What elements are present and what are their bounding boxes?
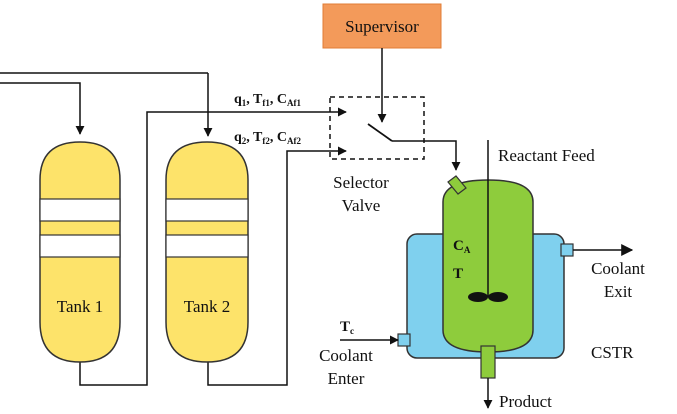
supervisor-label: Supervisor xyxy=(345,17,419,36)
tank-1-label: Tank 1 xyxy=(57,297,104,316)
supply-line-2 xyxy=(0,82,85,135)
coolant-enter-label-line1: Coolant xyxy=(319,346,373,365)
selector-valve-box xyxy=(329,96,425,160)
coolant-inlet-pipe xyxy=(397,333,411,347)
tank-2-label: Tank 2 xyxy=(184,297,231,316)
tank1-outlet-line xyxy=(79,107,347,386)
tank-2 xyxy=(165,141,249,363)
coolant-enter-label-line2: Enter xyxy=(328,369,365,388)
reactor-feed-nozzle xyxy=(447,175,467,195)
cstr-label: CSTR xyxy=(591,343,634,362)
stream-1-label: q1, Tf1, CAf1 xyxy=(234,92,302,108)
reactor-concentration-label: CA xyxy=(453,238,471,255)
agitator-impeller xyxy=(468,292,508,302)
tank-1 xyxy=(39,141,121,363)
valve-to-reactor-line xyxy=(392,140,461,171)
product-outlet-pipe xyxy=(480,345,496,379)
coolant-exit-label-line1: Coolant xyxy=(591,259,645,278)
selector-valve-label-line1: Selector xyxy=(333,173,389,192)
coolant-temperature-label: Tc xyxy=(340,319,354,336)
product-label: Product xyxy=(499,392,552,411)
valve-switch xyxy=(367,123,393,142)
coolant-exit-label-line2: Exit xyxy=(604,282,633,301)
selector-valve-label-line2: Valve xyxy=(342,196,381,215)
reactor-temperature-label: T xyxy=(453,266,463,282)
coolant-outlet-pipe xyxy=(560,243,574,257)
reactant-feed-label: Reactant Feed xyxy=(498,146,595,165)
tank2-outlet-line xyxy=(207,146,347,386)
stream-2-label: q2, Tf2, CAf2 xyxy=(234,130,302,146)
supervisor-box xyxy=(322,3,442,49)
